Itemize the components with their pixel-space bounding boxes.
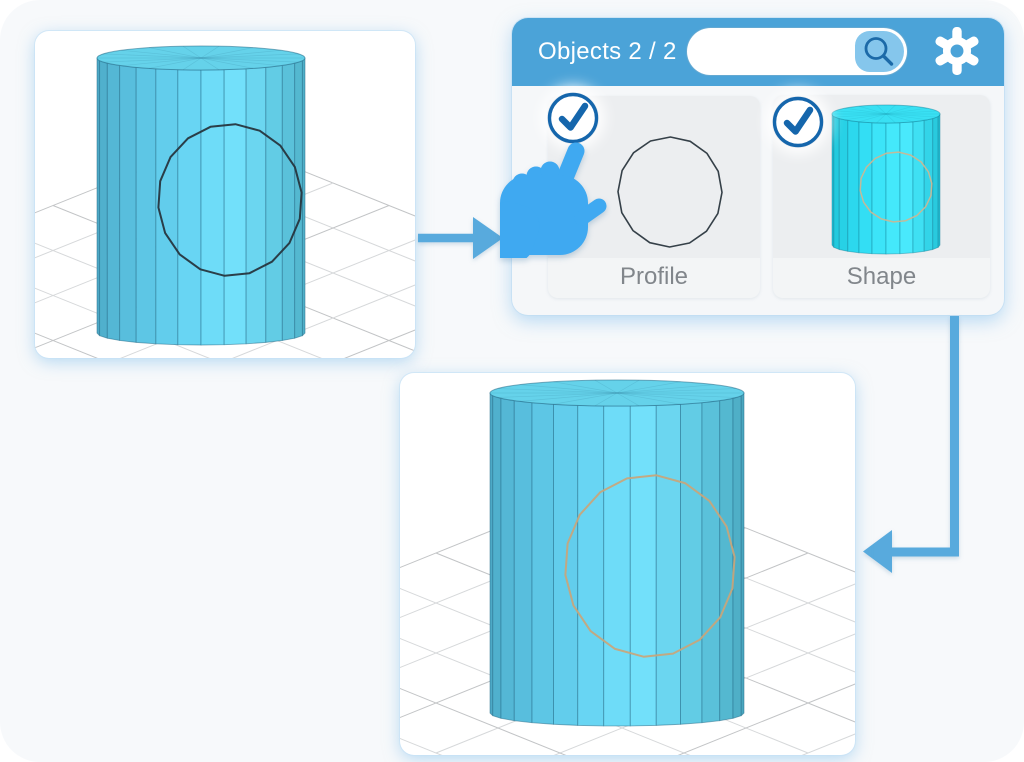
settings-button[interactable] bbox=[932, 26, 982, 76]
objects-panel: Objects 2 / 2 bbox=[500, 18, 1004, 315]
mini-cylinder-drawing bbox=[831, 104, 941, 255]
gear-icon bbox=[935, 27, 979, 75]
object-card-label: Profile bbox=[619, 263, 689, 290]
objects-panel-header: Objects 2 / 2 bbox=[512, 18, 1004, 86]
shape-checkbox[interactable] bbox=[772, 96, 824, 148]
search-icon bbox=[864, 37, 894, 66]
check-icon bbox=[772, 96, 824, 148]
viewport-before[interactable] bbox=[35, 31, 415, 358]
flow-arrow-down-left-icon bbox=[863, 316, 959, 573]
objects-count-title: Objects 2 / 2 bbox=[538, 38, 677, 65]
search-input[interactable] bbox=[703, 33, 847, 72]
cylinder-scene-after bbox=[400, 379, 855, 755]
object-card-label: Shape bbox=[846, 263, 917, 290]
check-icon bbox=[547, 92, 599, 144]
profile-checkbox[interactable] bbox=[547, 92, 599, 144]
shape-thumbnail bbox=[773, 95, 990, 258]
viewport-after[interactable] bbox=[400, 373, 855, 755]
search-field[interactable] bbox=[687, 28, 907, 75]
pointer-hand-icon bbox=[500, 142, 607, 258]
profile-circle-drawing bbox=[617, 136, 723, 248]
search-button[interactable] bbox=[855, 31, 904, 72]
cylinder-scene-before bbox=[35, 45, 415, 358]
flow-arrow-right-icon bbox=[418, 217, 503, 259]
